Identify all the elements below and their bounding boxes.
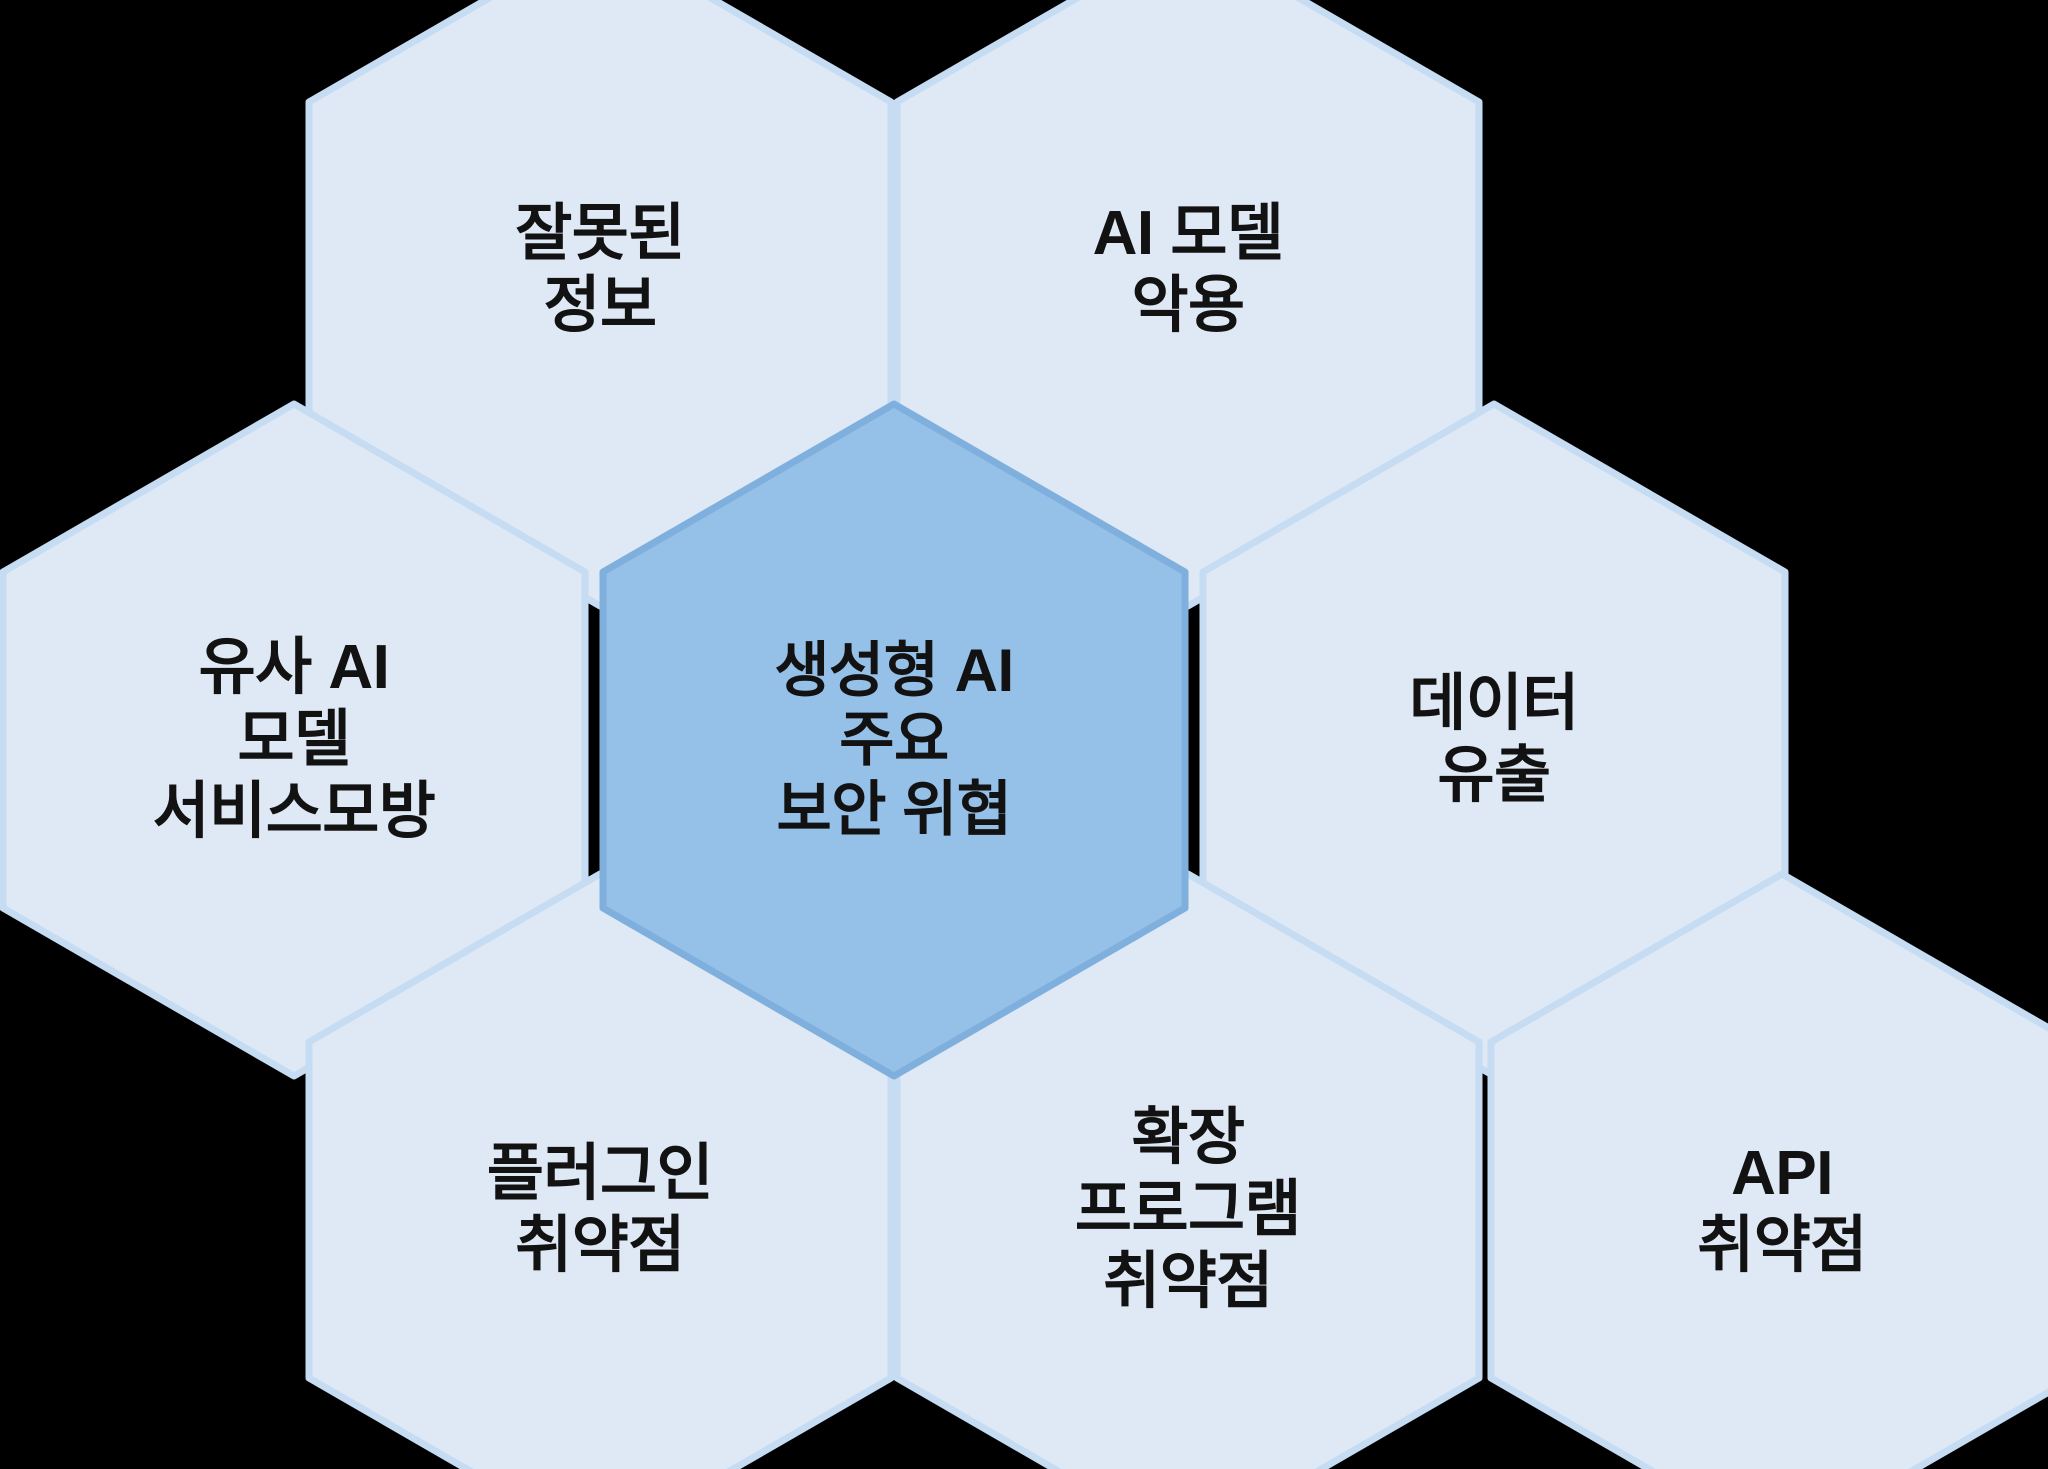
- hexagon-center-threat[interactable]: [599, 400, 1189, 1080]
- hexagon-similar-model-copycat[interactable]: [0, 400, 589, 1080]
- hexagon-api-vulnerability[interactable]: [1487, 870, 2048, 1469]
